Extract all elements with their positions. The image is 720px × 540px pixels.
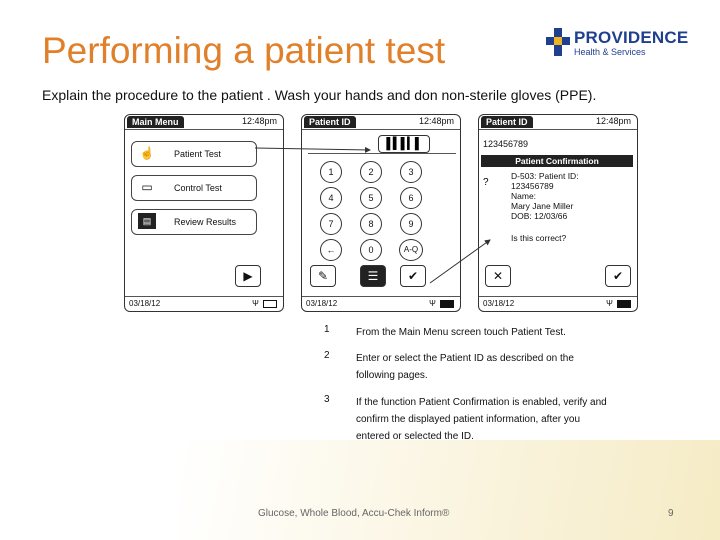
detail-line: DOB: 12/03/66 <box>511 211 568 221</box>
cancel-button[interactable]: ✕ <box>485 265 511 287</box>
key-2[interactable]: 2 <box>360 161 382 183</box>
screen-header: Patient ID 12:48pm <box>302 115 460 130</box>
screen-tab: Patient ID <box>304 116 356 128</box>
logo-subtitle: Health & Services <box>574 47 646 57</box>
cancel-icon: ✕ <box>492 269 504 283</box>
screen-time: 12:48pm <box>418 116 454 126</box>
signal-icon: Ψ <box>252 299 259 308</box>
patient-id-screen: Patient ID 12:48pm ▌▍▌▎▌ 1 2 3 4 5 6 7 8… <box>301 114 461 312</box>
key-8[interactable]: 8 <box>360 213 382 235</box>
page-number: 9 <box>668 508 674 519</box>
clipboard-button[interactable]: ✎ <box>310 265 336 287</box>
screen-tab: Main Menu <box>127 116 184 128</box>
menu-item-label: Control Test <box>174 183 222 193</box>
screen-time: 12:48pm <box>241 116 277 126</box>
step-number: 2 <box>324 350 330 361</box>
play-icon: ▶ <box>243 269 253 283</box>
battery-icon <box>617 299 631 308</box>
key-3[interactable]: 3 <box>400 161 422 183</box>
detail-line: Name: <box>511 191 537 201</box>
patient-id-value: 123456789 <box>483 139 529 149</box>
screen-header: Main Menu 12:48pm <box>125 115 283 130</box>
screen-tab: Patient ID <box>481 116 533 128</box>
confirm-button[interactable]: ✔ <box>400 265 426 287</box>
results-icon: ▤ <box>138 213 156 229</box>
key-1[interactable]: 1 <box>320 161 342 183</box>
step-text: From the Main Menu screen touch Patient … <box>356 327 566 338</box>
screen-footer: 03/18/12 Ψ <box>302 296 460 311</box>
screen-date: 03/18/12 <box>129 299 161 308</box>
clipboard-icon: ✎ <box>317 269 329 283</box>
barcode-icon[interactable]: ▌▍▌▎▌ <box>378 135 430 153</box>
check-icon: ✔ <box>407 269 419 283</box>
detail-line: 123456789 <box>511 181 554 191</box>
control-icon: ▭ <box>141 180 153 194</box>
screen-footer: 03/18/12 Ψ <box>125 296 283 311</box>
step-number: 1 <box>324 324 330 335</box>
next-button[interactable]: ▶ <box>235 265 261 287</box>
menu-item-label: Review Results <box>174 217 237 227</box>
patient-icon: ☝ <box>139 146 155 160</box>
status-icons: Ψ <box>606 299 631 308</box>
screen-date: 03/18/12 <box>483 299 515 308</box>
signal-icon: Ψ <box>429 299 436 308</box>
decorative-gradient <box>180 440 720 540</box>
key-6[interactable]: 6 <box>400 187 422 209</box>
key-5[interactable]: 5 <box>360 187 382 209</box>
main-menu-screen: Main Menu 12:48pm ☝ Patient Test ▭ Contr… <box>124 114 284 312</box>
slide-title: Performing a patient test <box>42 30 446 71</box>
status-icons: Ψ <box>252 299 277 308</box>
confirm-button[interactable]: ✔ <box>605 265 631 287</box>
slide-subtitle: Explain the procedure to the patient . W… <box>42 87 597 103</box>
battery-icon <box>440 299 454 308</box>
battery-icon <box>263 299 277 308</box>
patient-confirmation-screen: Patient ID 12:48pm 123456789 Patient Con… <box>478 114 638 312</box>
screen-footer: 03/18/12 Ψ <box>479 296 637 311</box>
question-icon: ? <box>483 177 489 188</box>
signal-icon: Ψ <box>606 299 613 308</box>
confirm-question: Is this correct? <box>511 233 567 243</box>
confirmation-title: Patient Confirmation <box>481 155 633 167</box>
patient-details: D-503: Patient ID: 123456789 Name: Mary … <box>511 171 579 221</box>
step-text: Enter or select the Patient ID as descri… <box>356 353 574 381</box>
list-icon: ☰ <box>367 269 379 283</box>
backspace-key[interactable]: ← <box>320 239 342 261</box>
screen-header: Patient ID 12:48pm <box>479 115 637 130</box>
screen-time: 12:48pm <box>595 116 631 126</box>
check-icon: ✔ <box>612 269 624 283</box>
status-icons: Ψ <box>429 299 454 308</box>
slide-footer: Glucose, Whole Blood, Accu-Chek Inform® <box>258 508 450 519</box>
step-text: If the function Patient Confirmation is … <box>356 397 607 442</box>
key-9[interactable]: 9 <box>400 213 422 235</box>
id-input-line <box>308 153 456 154</box>
alpha-key[interactable]: A-Q <box>399 239 423 261</box>
key-0[interactable]: 0 <box>360 239 382 261</box>
step-number: 3 <box>324 394 330 405</box>
detail-line: Mary Jane Miller <box>511 201 574 211</box>
providence-logo: PROVIDENCE Health & Services <box>546 26 706 66</box>
key-4[interactable]: 4 <box>320 187 342 209</box>
patient-test-button[interactable]: ☝ Patient Test <box>131 141 257 167</box>
cross-icon <box>546 28 570 56</box>
detail-line: D-503: Patient ID: <box>511 171 579 181</box>
patient-id-field[interactable]: ▌▍▌▎▌ <box>308 133 456 154</box>
screen-date: 03/18/12 <box>306 299 338 308</box>
menu-item-label: Patient Test <box>174 149 221 159</box>
review-results-button[interactable]: ▤ Review Results <box>131 209 257 235</box>
key-7[interactable]: 7 <box>320 213 342 235</box>
control-test-button[interactable]: ▭ Control Test <box>131 175 257 201</box>
logo-name: PROVIDENCE <box>574 28 689 47</box>
list-button[interactable]: ☰ <box>360 265 386 287</box>
